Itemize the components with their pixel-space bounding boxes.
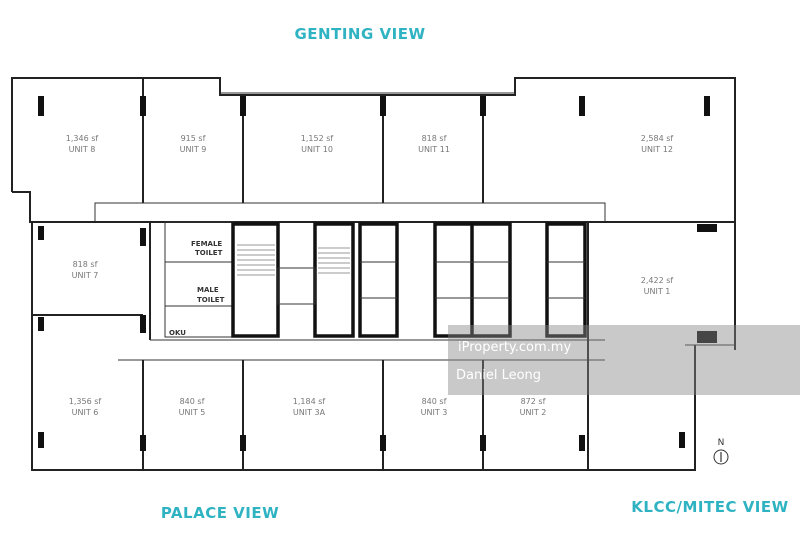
- svg-text:818 sf: 818 sf: [73, 260, 98, 269]
- svg-text:UNIT 5: UNIT 5: [179, 408, 206, 417]
- svg-text:840 sf: 840 sf: [180, 397, 205, 406]
- unit-7: 818 sf UNIT 7: [72, 260, 99, 280]
- svg-text:1,356 sf: 1,356 sf: [69, 397, 102, 406]
- svg-text:818 sf: 818 sf: [422, 134, 447, 143]
- svg-text:1,184 sf: 1,184 sf: [293, 397, 326, 406]
- view-label-palace: PALACE VIEW: [161, 504, 279, 522]
- female-toilet-label-2: TOILET: [195, 249, 223, 257]
- columns: [38, 96, 717, 451]
- core: FEMALE TOILET MALE TOILET OKU: [164, 221, 587, 338]
- svg-text:872 sf: 872 sf: [521, 397, 546, 406]
- svg-text:UNIT 3: UNIT 3: [421, 408, 448, 417]
- unit-1: 2,422 sf UNIT 1: [641, 276, 674, 296]
- svg-text:UNIT 11: UNIT 11: [418, 145, 450, 154]
- unit-12: 2,584 sf UNIT 12: [641, 134, 674, 154]
- male-toilet-label-2: TOILET: [197, 296, 225, 304]
- svg-text:UNIT 12: UNIT 12: [641, 145, 673, 154]
- outer-walls: [11, 77, 736, 471]
- unit-3: 840 sf UNIT 3: [421, 397, 448, 417]
- watermark-site: iProperty.com.my: [458, 340, 571, 355]
- svg-text:UNIT 10: UNIT 10: [301, 145, 333, 154]
- unit-5: 840 sf UNIT 5: [179, 397, 206, 417]
- interior-walls: [32, 78, 735, 470]
- unit-11: 818 sf UNIT 11: [418, 134, 450, 154]
- svg-text:2,422 sf: 2,422 sf: [641, 276, 674, 285]
- svg-text:UNIT 8: UNIT 8: [69, 145, 96, 154]
- view-label-klcc: KLCC/MITEC VIEW: [631, 498, 788, 516]
- female-toilet-label: FEMALE: [191, 240, 222, 248]
- view-label-genting: GENTING VIEW: [295, 25, 426, 43]
- unit-10: 1,152 sf UNIT 10: [301, 134, 334, 154]
- svg-text:840 sf: 840 sf: [422, 397, 447, 406]
- unit-3a: 1,184 sf UNIT 3A: [293, 397, 326, 417]
- watermark-agent: Daniel Leong: [456, 368, 541, 383]
- svg-text:UNIT 1: UNIT 1: [644, 287, 671, 296]
- compass-label: N: [718, 438, 725, 448]
- svg-text:UNIT 7: UNIT 7: [72, 271, 99, 280]
- compass-icon: N: [713, 438, 729, 465]
- unit-9: 915 sf UNIT 9: [180, 134, 207, 154]
- unit-6: 1,356 sf UNIT 6: [69, 397, 102, 417]
- unit-labels: 1,346 sf UNIT 8 915 sf UNIT 9 1,152 sf UNIT…: [66, 134, 674, 417]
- oku-toilet-label: OKU: [169, 329, 186, 337]
- svg-text:UNIT 9: UNIT 9: [180, 145, 207, 154]
- unit-8: 1,346 sf UNIT 8: [66, 134, 99, 154]
- svg-text:UNIT 6: UNIT 6: [72, 408, 99, 417]
- svg-text:UNIT 3A: UNIT 3A: [293, 408, 326, 417]
- svg-text:1,346 sf: 1,346 sf: [66, 134, 99, 143]
- male-toilet-label: MALE: [197, 286, 219, 294]
- svg-text:UNIT 2: UNIT 2: [520, 408, 547, 417]
- svg-text:2,584 sf: 2,584 sf: [641, 134, 674, 143]
- watermark: iProperty.com.my Daniel Leong: [448, 325, 800, 395]
- unit-2: 872 sf UNIT 2: [520, 397, 547, 417]
- svg-text:1,152 sf: 1,152 sf: [301, 134, 334, 143]
- svg-text:915 sf: 915 sf: [181, 134, 206, 143]
